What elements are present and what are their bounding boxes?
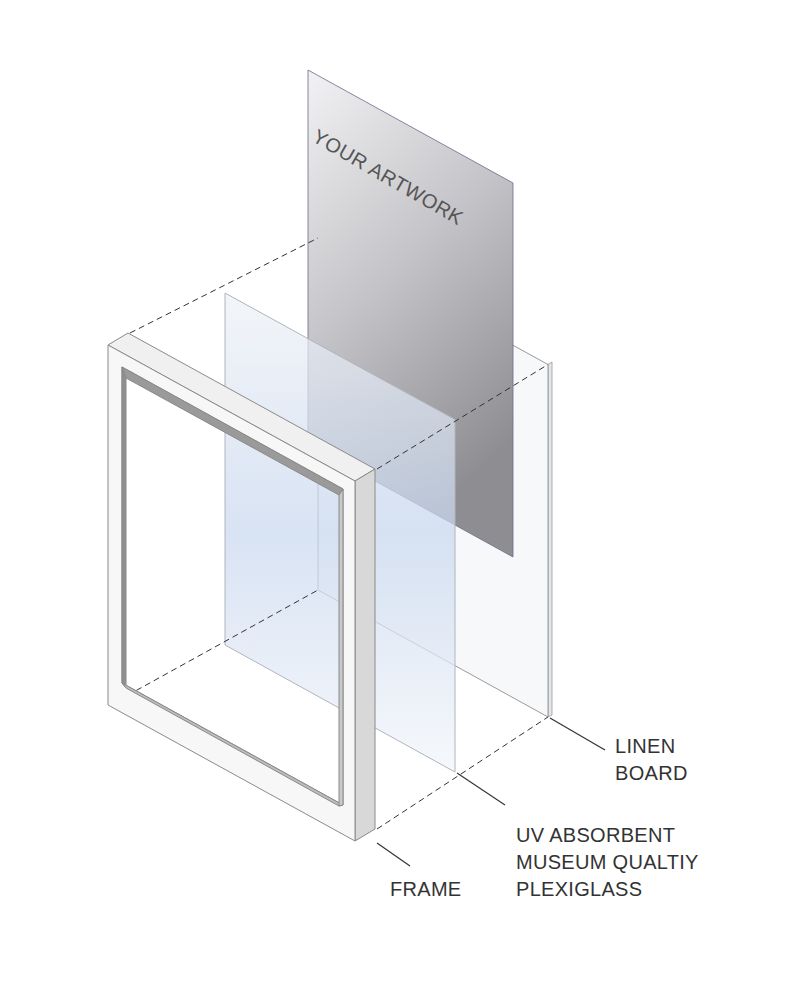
part-label: FRAME — [390, 876, 510, 903]
artwork-caption: YOUR ARTWORK — [309, 125, 468, 230]
linen-board-edge — [548, 362, 552, 717]
artwork-sheet-box: YOUR ARTWORK — [308, 70, 513, 557]
frame — [108, 333, 375, 841]
part-label: UV ABSORBENT MUSEUM QUALTIY PLEXIGLASS — [516, 822, 721, 903]
part-label: LINEN BOARD — [615, 733, 705, 787]
